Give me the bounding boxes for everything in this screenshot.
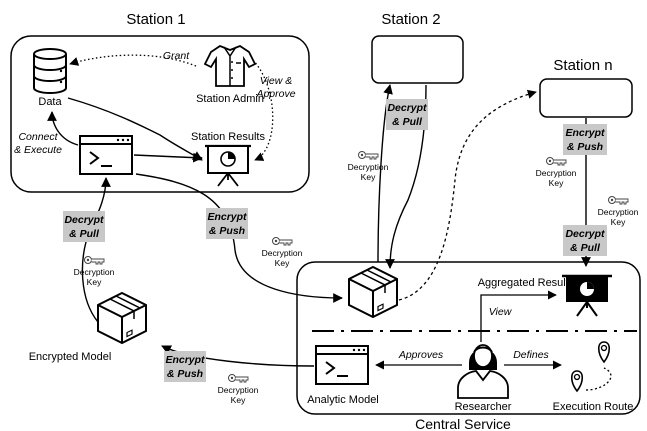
terminal-to-results-edge [133,152,203,163]
svg-text:& Push: & Push [209,225,245,237]
station2-title: Station 2 [381,11,440,28]
station-results-icon [205,144,251,187]
dashed-to-stationn-edge [398,89,537,301]
encrypt-push-label-station1: Encrypt & Push [206,208,248,239]
decrypt-pull-label-station2: Decrypt & Pull [386,99,428,130]
key-icon [546,157,567,166]
svg-text:Encrypt: Encrypt [207,211,247,223]
view-approve-label-1: View & [260,75,293,87]
key-icon [272,237,293,246]
svg-text:& Pull: & Pull [69,228,100,240]
connect-execute-edge [47,111,79,146]
key-icon [608,196,629,205]
station-results-label: Station Results [191,131,265,143]
encrypted-model-icon [97,292,147,344]
station2-box [371,35,464,84]
svg-text:Encrypt: Encrypt [565,127,605,139]
svg-text:& Pull: & Pull [392,116,423,128]
decryption-key-1: Decryption Key [348,151,389,182]
svg-text:Key: Key [87,277,102,287]
encrypt-push-label-model: Encrypt & Push [164,351,206,382]
svg-text:Key: Key [275,258,290,268]
svg-text:Decryption: Decryption [218,385,259,395]
analytic-model-icon [315,345,369,385]
station1-title: Station 1 [126,11,185,28]
decryption-key-6: Decryption Key [218,374,259,405]
central-package-icon [348,266,398,318]
aggregated-results-label: Aggregated Results [478,277,575,289]
decryption-key-5: Decryption Key [74,256,115,287]
route-pin-start-icon [570,370,584,392]
data-label: Data [38,96,62,108]
key-icon [358,151,379,160]
analytic-model-label: Analytic Model [307,394,379,406]
decrypt-pull-label-stationn: Decrypt & Pull [563,225,607,256]
decryption-key-4: Decryption Key [262,237,303,268]
decryption-key-2: Decryption Key [536,157,577,188]
svg-text:Decrypt: Decrypt [64,214,104,226]
svg-text:Decryption: Decryption [262,248,303,258]
svg-text:& Pull: & Pull [570,242,601,254]
station1-terminal-icon [79,135,133,175]
decrypt-pull-label-station1: Decrypt & Pull [63,211,105,242]
svg-text:Encrypt: Encrypt [165,354,205,366]
decryption-key-3: Decryption Key [598,196,639,227]
svg-text:Decrypt: Decrypt [565,228,605,240]
encrypt-push-station1-edge [135,173,343,303]
connect-label-2: & Execute [14,144,62,156]
route-pin-end-icon [597,341,611,363]
encrypt-push-model-edge [161,345,315,367]
key-icon [228,374,249,383]
central-service-title: Central Service [415,416,511,431]
view-edge [480,290,557,342]
defines-label: Defines [513,349,549,361]
decrypt-pull-station1-edge [81,177,111,323]
grant-edge [69,54,197,67]
approves-label: Approves [398,349,444,361]
svg-text:Decryption: Decryption [536,168,577,178]
svg-text:& Push: & Push [167,368,203,380]
stationn-box [539,78,633,118]
grant-label: Grant [163,50,190,62]
encrypt-push-label-stationn: Encrypt & Push [563,124,607,155]
stationn-title: Station n [553,57,612,74]
svg-text:Decrypt: Decrypt [387,102,427,114]
route-path [585,367,612,391]
station1-box [10,35,310,193]
svg-text:Decryption: Decryption [598,207,639,217]
svg-text:Key: Key [611,217,626,227]
station-admin-icon [203,44,257,87]
researcher-label: Researcher [455,401,512,413]
svg-text:& Push: & Push [567,141,603,153]
view-approve-label-2: Approve [255,88,295,100]
central-service-box [296,261,641,415]
execution-route-label: Execution Route [553,401,634,413]
connect-label-1: Connect [18,131,58,143]
aggregated-results-icon [562,274,612,317]
svg-text:Key: Key [361,172,376,182]
view-label: View [489,306,513,318]
station-admin-label: Station Admin [196,93,264,105]
svg-text:Key: Key [549,178,564,188]
researcher-icon [457,344,509,399]
key-icon [84,256,105,265]
svg-text:Decryption: Decryption [348,162,389,172]
svg-text:Key: Key [231,395,246,405]
data-to-results-edge [67,97,203,161]
database-icon [33,48,67,94]
svg-text:Decryption: Decryption [74,267,115,277]
encrypted-model-label: Encrypted Model [29,351,112,363]
